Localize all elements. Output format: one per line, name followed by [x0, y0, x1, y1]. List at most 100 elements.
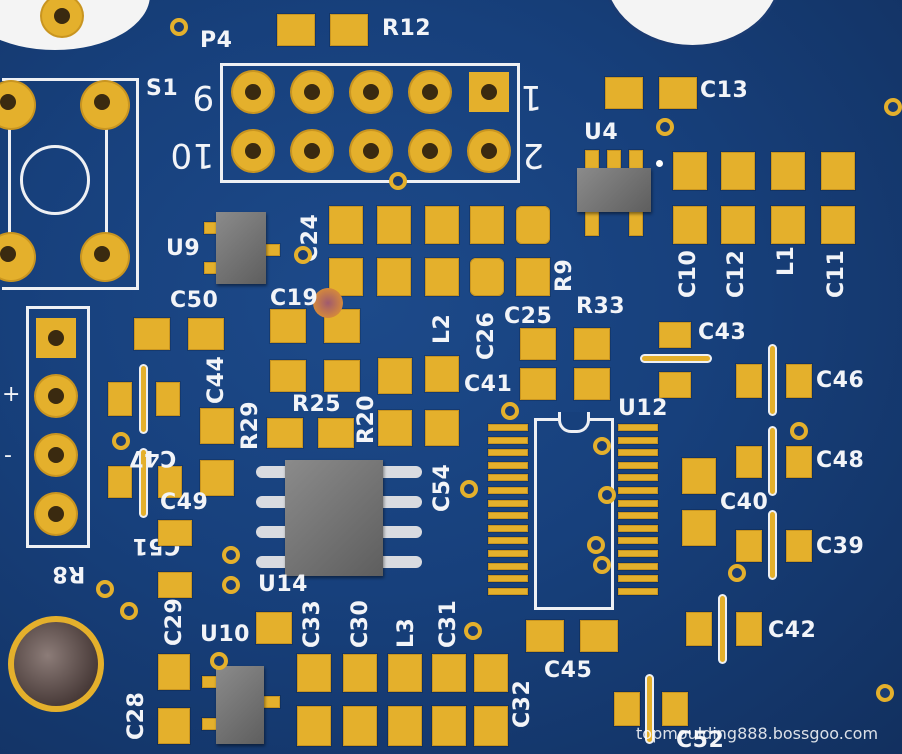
p4-pin	[351, 131, 391, 171]
p4-pin	[233, 131, 273, 171]
u12-pin	[618, 562, 658, 570]
pad	[343, 706, 377, 746]
pad	[256, 612, 292, 644]
label-c40: C40	[720, 490, 769, 515]
s1-outline	[2, 78, 139, 290]
u12-pin	[488, 512, 528, 520]
c50-pad	[134, 318, 170, 350]
u12-pin	[618, 587, 658, 595]
pad	[516, 206, 550, 244]
c-silk	[141, 366, 146, 432]
label-r20: R20	[354, 394, 379, 444]
pin1-dot	[656, 160, 663, 167]
label-c19: C19	[270, 286, 319, 311]
c11-pad	[821, 206, 855, 244]
c48-pad	[786, 446, 812, 478]
c19-pad	[270, 309, 306, 343]
u12-pin	[488, 424, 528, 431]
c47-pad	[158, 466, 182, 498]
label-c32: C32	[510, 679, 535, 728]
pad	[297, 654, 331, 692]
label-plus: +	[2, 382, 21, 407]
pad	[158, 572, 192, 598]
u12-pin	[618, 461, 658, 469]
label-pin10: 10	[170, 135, 215, 175]
via	[222, 546, 240, 564]
u12-pin	[488, 587, 528, 595]
via	[464, 622, 482, 640]
via	[389, 172, 407, 190]
pad	[425, 258, 459, 296]
c52-pad	[614, 692, 640, 726]
pad	[270, 360, 306, 392]
via	[593, 437, 611, 455]
p4-pin	[292, 131, 332, 171]
mounting-hole-top-right	[605, 0, 780, 45]
label-r33: R33	[576, 294, 626, 319]
u12-pin	[618, 499, 658, 507]
connector-outline	[26, 306, 90, 548]
s1-silk-line	[8, 110, 11, 250]
c45-pad	[580, 620, 618, 652]
label-u10: U10	[200, 622, 250, 647]
u12-pin	[488, 436, 528, 444]
pad	[200, 460, 234, 496]
label-r9: R9	[552, 258, 577, 292]
label-pin9: 9	[192, 77, 215, 117]
label-c28: C28	[124, 691, 149, 740]
c48-pad	[736, 446, 762, 478]
s1-silk-line	[105, 110, 108, 250]
u12-pin	[488, 550, 528, 557]
p4-pin	[469, 131, 509, 171]
pad	[432, 706, 466, 746]
label-l3: L3	[394, 617, 419, 648]
via	[884, 98, 902, 116]
c25-pad	[520, 368, 556, 400]
pad	[378, 358, 412, 394]
p4-pin	[233, 72, 273, 112]
connector-pin	[36, 376, 76, 416]
c42-pad	[686, 612, 712, 646]
u12-pin	[488, 499, 528, 507]
c42-pad	[736, 612, 762, 646]
pad	[425, 206, 459, 244]
u9-chip	[216, 212, 266, 284]
via	[598, 486, 616, 504]
u12-pin	[488, 449, 528, 457]
via	[294, 246, 312, 264]
u12-pin	[618, 550, 658, 557]
u12-notch	[558, 412, 590, 433]
via	[170, 18, 188, 36]
label-u12: U12	[618, 396, 668, 421]
u10-pin	[202, 676, 220, 688]
label-c12: C12	[724, 249, 749, 298]
label-c13: C13	[700, 78, 749, 103]
c40-pad	[682, 510, 716, 546]
pad	[470, 206, 504, 244]
label-c47: C47	[128, 445, 177, 470]
p4-pin	[410, 131, 450, 171]
via	[656, 118, 674, 136]
label-c43: C43	[698, 320, 747, 345]
c46-silk	[770, 346, 775, 414]
through-hole-pad	[42, 0, 82, 36]
s1-pin	[82, 82, 128, 128]
label-c52: C52	[676, 728, 725, 753]
u12-pin	[488, 537, 528, 545]
label-c11: C11	[824, 249, 849, 298]
connector-pin-1	[36, 318, 76, 358]
c-silk	[141, 450, 146, 516]
label-c30: C30	[348, 599, 373, 648]
label-p4: P4	[200, 28, 233, 53]
c13-pad	[605, 77, 643, 109]
u12-pin	[488, 524, 528, 532]
c46-pad	[786, 364, 812, 398]
u14-lead	[376, 466, 422, 478]
label-c54: C54	[430, 463, 455, 512]
label-c48: C48	[816, 448, 865, 473]
c10-pad	[673, 206, 707, 244]
c52-silk	[647, 676, 652, 742]
c44-pad	[108, 382, 132, 416]
pad	[200, 408, 234, 444]
pad	[388, 654, 422, 692]
